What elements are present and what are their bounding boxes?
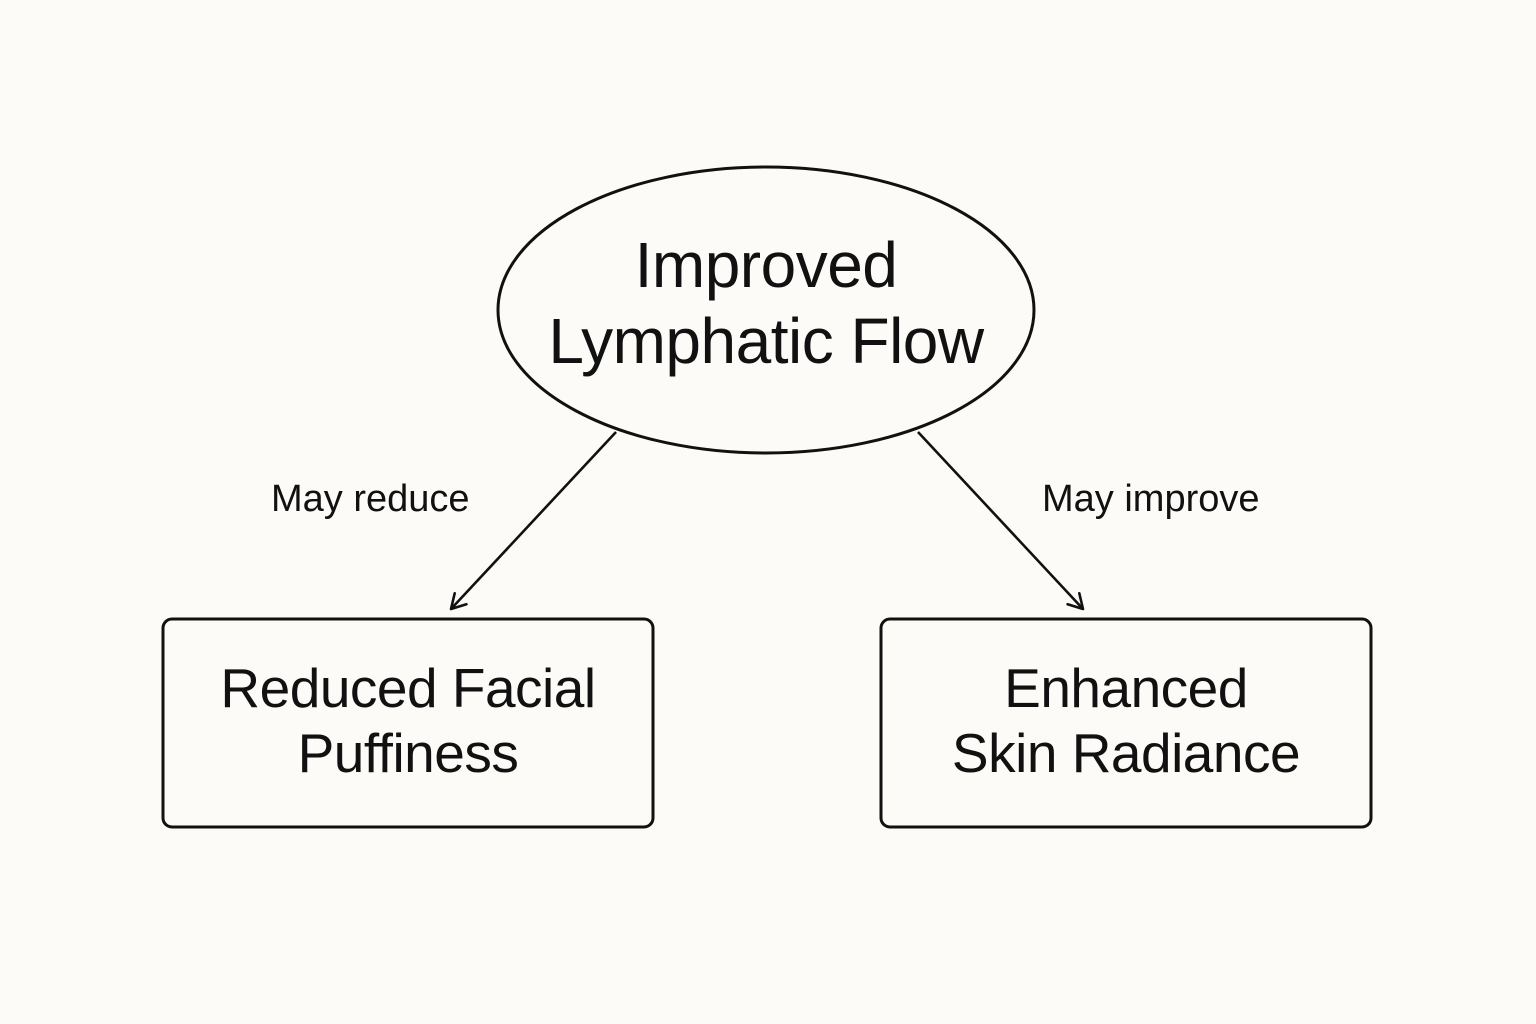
left-node-label: Reduced Facial Puffiness (165, 656, 651, 786)
root-node-ellipse (496, 165, 1036, 455)
left-node-line1: Reduced Facial (220, 657, 596, 719)
root-node-label: Improved Lymphatic Flow (500, 228, 1032, 379)
right-node-box (879, 617, 1373, 829)
left-edge-arrow (449, 431, 617, 611)
right-edge-arrow (917, 431, 1085, 611)
right-edge-label: May improve (1042, 478, 1260, 520)
left-node-box (161, 617, 655, 829)
root-node-line2: Lymphatic Flow (548, 304, 984, 377)
left-edge-label: May reduce (271, 478, 470, 520)
left-node-line2: Puffiness (297, 721, 519, 784)
right-node-line1: Enhanced (1004, 657, 1248, 719)
right-node-label: Enhanced Skin Radiance (883, 656, 1369, 786)
right-node-line2: Skin Radiance (951, 721, 1301, 784)
root-node-line1: Improved (634, 229, 898, 301)
